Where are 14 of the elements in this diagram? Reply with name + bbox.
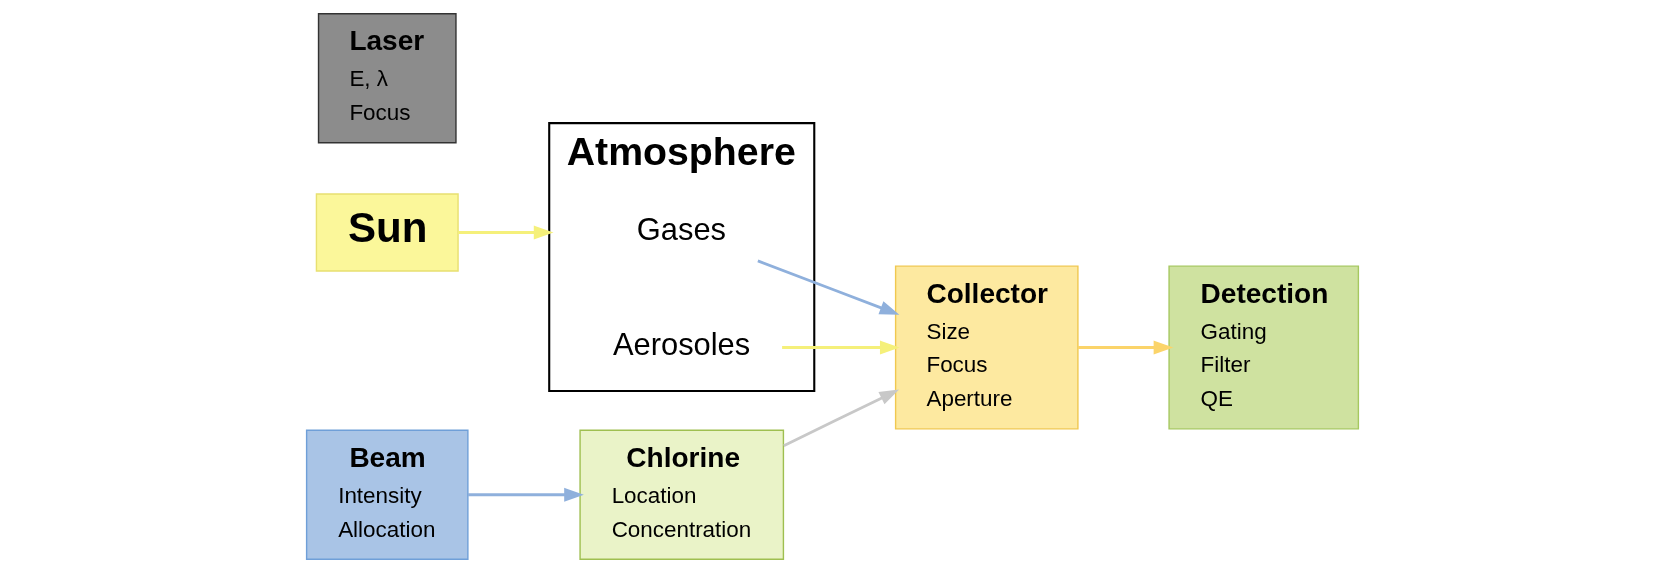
node-box: Sun: [315, 193, 459, 272]
node-box: Beam Intensity Allocation: [305, 429, 469, 560]
arrow: [457, 225, 553, 240]
arrow: [1077, 340, 1173, 355]
node-text: Gases: [636, 212, 726, 248]
node-box: Collector Size Focus Aperture: [894, 265, 1079, 430]
node-box: Detection Gating Filter QE: [1167, 265, 1359, 430]
node-box: Chlorine Location Concentration: [578, 429, 784, 560]
arrow: [782, 389, 899, 447]
node-text: Aerosoles: [612, 327, 750, 363]
node-box: Laser E, λ Focus: [317, 13, 457, 144]
arrow: [781, 340, 900, 355]
arrow: [467, 487, 584, 502]
arrow: [756, 259, 899, 315]
